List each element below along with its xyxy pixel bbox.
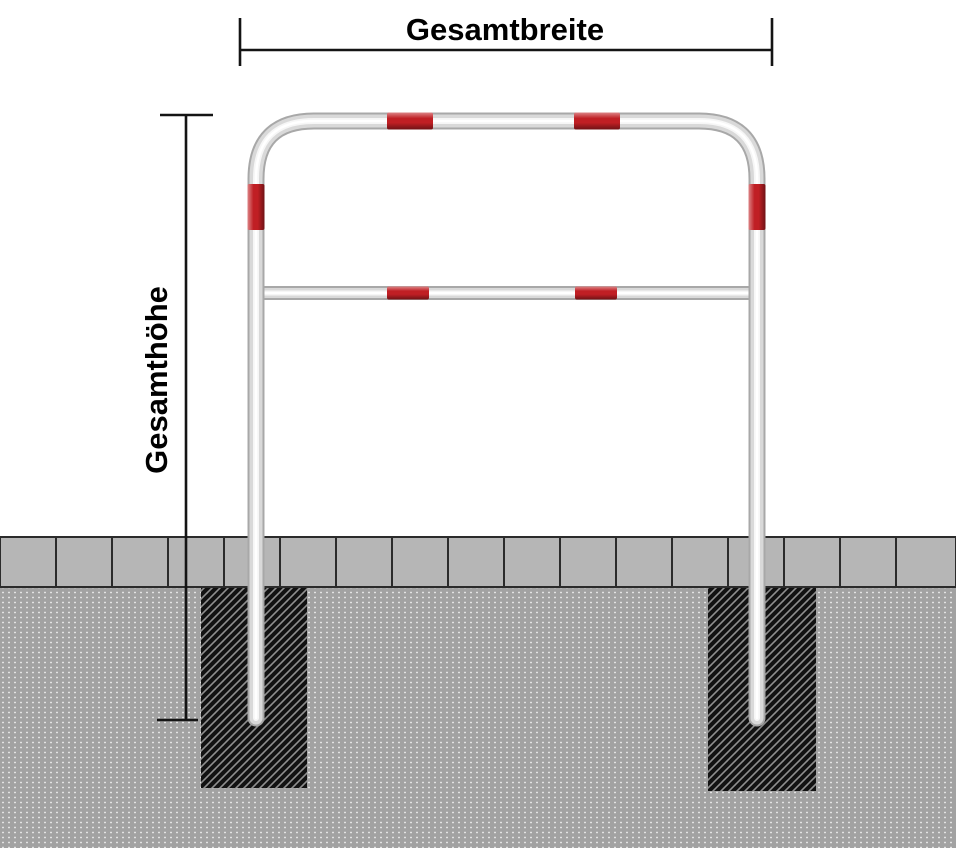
- frame-tube: [247, 112, 766, 727]
- pavement-block-separators: [55, 538, 897, 586]
- band-top-left: [387, 112, 433, 130]
- band-upright-left: [247, 184, 265, 230]
- width-label-backing: [385, 8, 625, 48]
- reflective-bands: [247, 112, 766, 300]
- band-top-right: [574, 112, 620, 130]
- band-upright-right: [748, 184, 766, 230]
- dimension-width: Gesamtbreite: [238, 8, 774, 66]
- band-crossbar-left: [387, 286, 429, 300]
- height-label: Gesamthöhe: [139, 286, 174, 474]
- ground: [0, 536, 956, 848]
- pavement-row: [0, 536, 956, 588]
- width-label: Gesamtbreite: [406, 12, 604, 47]
- band-crossbar-right: [575, 286, 617, 300]
- dimension-height: Gesamthöhe: [139, 113, 213, 722]
- pavement-strip: [0, 536, 956, 588]
